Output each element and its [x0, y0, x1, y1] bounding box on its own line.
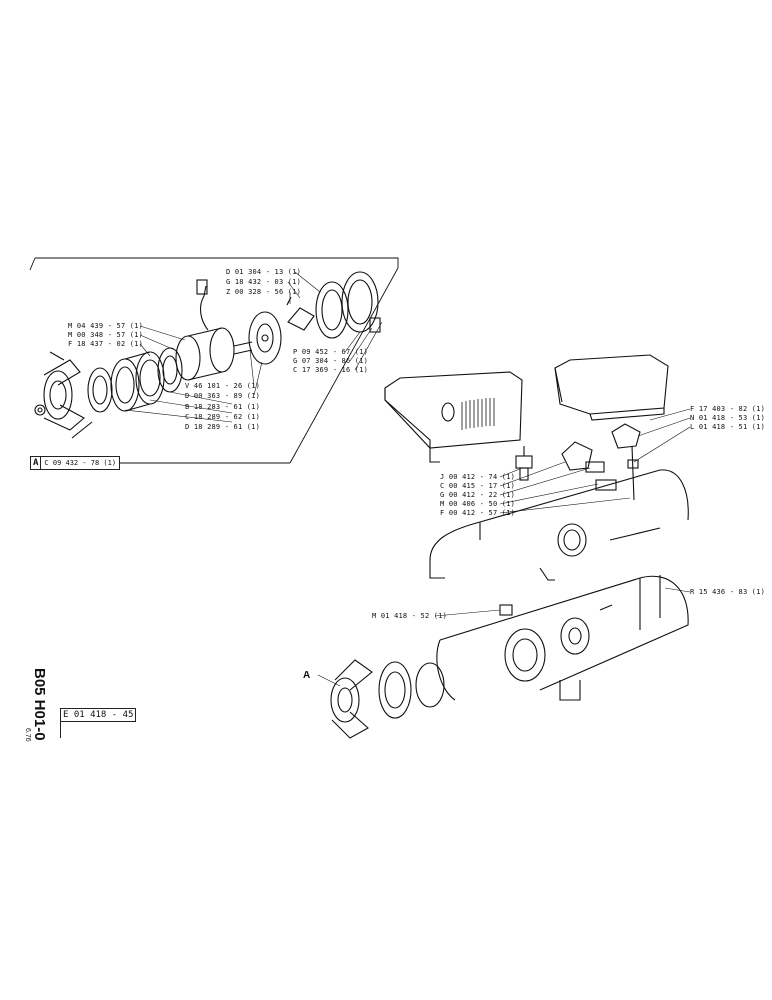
main-fan-drawing: [330, 659, 445, 739]
part-label: G 07 304 - 86 (1): [293, 357, 369, 365]
leader-lines-detail: [124, 271, 383, 423]
small-parts-drawing: [515, 423, 641, 501]
part-label: B 18 283 - 61 (1): [185, 403, 261, 411]
part-label: F 18 437 - 02 (1): [68, 340, 144, 348]
part-label: C 17 369 - 16 (1): [293, 366, 369, 374]
cover-box-left-drawing: [384, 371, 523, 463]
flange-drawing: [248, 271, 381, 365]
motor-drawing: [175, 279, 253, 381]
drawing-reference: E 01 418 - 45: [60, 708, 136, 722]
part-label: D 00 363 - 89 (1): [185, 392, 261, 400]
part-label: N 01 418 - 53 (1): [690, 414, 766, 422]
part-label: M 01 418 - 52 (1): [372, 612, 448, 620]
part-label: G 18 432 - 03 (1): [226, 278, 302, 286]
sheet-code: B05 H01-0: [31, 668, 48, 741]
part-label: Z 00 328 - 56 (1): [226, 288, 302, 296]
part-label: J 00 412 - 74 (1): [440, 473, 516, 481]
part-label: F 00 412 - 57 (1): [440, 509, 516, 517]
fan-wheel-drawing: [34, 351, 93, 439]
part-label: L 01 418 - 51 (1): [690, 423, 766, 431]
cover-box-right-drawing: [554, 354, 669, 421]
leader-lines-main: [317, 408, 691, 687]
housing-drawing: [436, 575, 689, 701]
part-label: V 46 101 - 26 (1): [185, 382, 261, 390]
part-label: D 01 304 - 13 (1): [226, 268, 302, 276]
rings-drawing: [87, 347, 183, 413]
detail-code: C 09 432 - 78 (1): [44, 459, 117, 467]
sheet-sub: 6.76: [24, 728, 31, 742]
part-label: P 09 452 - 67 (1): [293, 348, 369, 356]
part-label: C 18 289 - 62 (1): [185, 413, 261, 421]
detail-frame: [29, 257, 399, 464]
part-label: D 18 289 - 61 (1): [185, 423, 261, 431]
part-label: M 00 406 - 50 (1): [440, 500, 516, 508]
detail-callout-letter: A: [303, 670, 311, 681]
part-label: M 00 348 - 57 (1): [68, 331, 144, 339]
part-label: R 15 436 - 83 (1): [690, 588, 766, 596]
part-label: C 00 415 - 17 (1): [440, 482, 516, 490]
upper-shell-drawing: [429, 469, 689, 581]
detail-letter: A: [31, 457, 42, 469]
drawing-reference-frame: [60, 720, 135, 738]
part-label: F 17 403 - 82 (1): [690, 405, 766, 413]
part-label: M 04 439 - 57 (1): [68, 322, 144, 330]
part-label: G 00 412 - 22 (1): [440, 491, 516, 499]
